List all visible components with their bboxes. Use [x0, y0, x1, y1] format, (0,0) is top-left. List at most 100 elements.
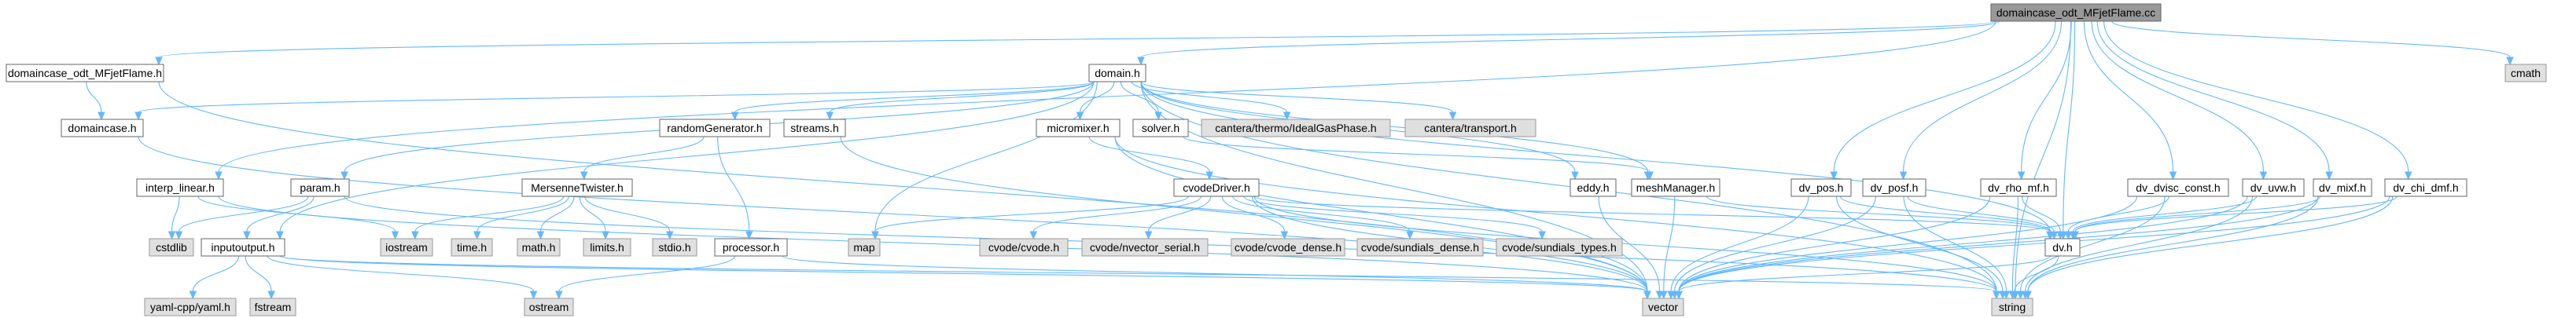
edge-arrowhead: [1993, 291, 2000, 300]
node-label: dv_pos.h: [1799, 181, 1844, 194]
edge-line: [2021, 20, 2072, 173]
node-dv-pos-h[interactable]: dv_pos.h: [1790, 178, 1852, 197]
node-dv-mixf-h[interactable]: dv_mixf.h: [2313, 178, 2372, 197]
edge-root-to-cmath: [2111, 20, 2514, 66]
edge-line: [1678, 196, 1991, 292]
node-box: [61, 119, 144, 137]
edge-inputoutput_h-to-yaml_h: [189, 255, 240, 300]
node-streams-h[interactable]: streams.h: [783, 119, 846, 137]
node-inputoutput-h[interactable]: inputoutput.h: [201, 238, 285, 257]
edge-line: [197, 196, 396, 232]
edge-line: [2074, 196, 2398, 232]
edge-cvodedriver_h-to-map: [871, 196, 1189, 240]
node-dom-mf-h[interactable]: domaincase_odt_MFjetFlame.h: [6, 64, 164, 82]
node-label: domaincase.h: [68, 122, 136, 134]
edge-arrowhead: [340, 171, 348, 181]
node-label: eddy.h: [1577, 181, 1610, 194]
node-box: [451, 238, 493, 257]
edge-arrowhead: [1571, 171, 1579, 181]
edge-root-to-dom_mf_h: [155, 20, 1996, 66]
node-box: [1132, 119, 1189, 137]
node-label: ostream: [529, 301, 569, 313]
node-randgen-h[interactable]: randomGenerator.h: [659, 119, 771, 137]
node-dv-chi-h[interactable]: dv_chi_dmf.h: [2384, 178, 2467, 197]
edge-arrowhead: [2169, 171, 2177, 181]
edge-line: [874, 81, 1098, 232]
edge-inputoutput_h-to-fstream: [245, 255, 275, 300]
edge-dv_posf_h-to-string: [1903, 196, 2011, 300]
edge-line: [2015, 20, 2072, 292]
edge-inputoutput_h-to-ostream: [267, 255, 538, 300]
node-map: map: [848, 238, 881, 257]
node-label: dv_uvw.h: [2250, 181, 2296, 194]
edge-interp_h-to-cstdlib: [167, 196, 180, 240]
edge-line: [158, 20, 1996, 58]
node-mersenne-h[interactable]: MersenneTwister.h: [521, 178, 633, 197]
edge-line: [2025, 196, 2253, 292]
edge-arrowhead: [1029, 231, 1038, 240]
node-dv-h[interactable]: dv.h: [2044, 238, 2081, 257]
edge-root-to-string: [2011, 20, 2072, 300]
node-label: cvode/cvode_dense.h: [1235, 241, 1341, 254]
edge-line: [245, 255, 272, 292]
edge-line: [138, 81, 1095, 113]
edge-line: [1907, 196, 2055, 232]
edge-line: [1678, 196, 2390, 292]
node-cvodedriver-h[interactable]: cvodeDriver.h: [1173, 178, 1260, 197]
edge-arrowhead: [1646, 171, 1654, 181]
node-dv-rho-mf-h[interactable]: dv_rho_mf.h: [1980, 178, 2057, 197]
node-box: [783, 119, 846, 137]
edge-line: [414, 196, 565, 232]
edge-line: [579, 196, 606, 232]
node-root[interactable]: domaincase_odt_MFjetFlame.cc: [1990, 3, 2162, 22]
edge-domain_h-to-idealgas: [1131, 81, 1291, 121]
node-domain-h[interactable]: domain.h: [1088, 64, 1146, 82]
node-label: cvode/cvode.h: [988, 241, 1059, 254]
node-string: string: [1991, 298, 2033, 316]
edge-arrowhead: [2011, 291, 2018, 300]
edge-arrowhead: [602, 231, 609, 240]
node-box: [1862, 178, 1926, 197]
edge-arrowhead: [189, 291, 197, 300]
node-box: [1980, 178, 2057, 197]
node-box: [521, 178, 633, 197]
node-box: [1088, 64, 1146, 82]
edge-line: [1903, 196, 2007, 292]
edge-line: [86, 81, 102, 113]
edge-line: [1674, 196, 1877, 292]
node-dv-uvw-h[interactable]: dv_uvw.h: [2242, 178, 2305, 197]
node-box: [848, 238, 881, 257]
edge-arrowhead: [473, 231, 481, 240]
edge-arrowhead: [411, 231, 419, 240]
node-meshmgr-h[interactable]: meshManager.h: [1631, 178, 1720, 197]
edge-arrowhead: [2506, 57, 2514, 66]
edge-arrowhead: [2259, 171, 2268, 181]
node-dv-dvisc-h[interactable]: dv_dvisc_const.h: [2127, 178, 2229, 197]
node-label: streams.h: [790, 122, 838, 134]
node-param-h[interactable]: param.h: [290, 178, 350, 197]
node-box: [517, 238, 561, 257]
edge-arrowhead: [2002, 291, 2011, 300]
edge-arrowhead: [745, 231, 753, 240]
edge-dv_pos_h-to-vector: [1667, 196, 1809, 300]
node-solver-h[interactable]: solver.h: [1132, 119, 1189, 137]
edge-root-to-domain_h: [1137, 20, 2000, 66]
node-interp-h[interactable]: interp_linear.h: [136, 178, 224, 197]
edge-arrowhead: [1538, 231, 1546, 240]
node-label: limits.h: [590, 241, 624, 254]
edge-line: [1840, 196, 2052, 232]
edge-line: [734, 81, 1095, 113]
edges-layer: [86, 20, 2514, 300]
node-domaincase-h[interactable]: domaincase.h: [61, 119, 144, 137]
node-micromixer-h[interactable]: micromixer.h: [1036, 119, 1121, 137]
edge-arrowhead: [580, 171, 588, 181]
node-eddy-h[interactable]: eddy.h: [1570, 178, 1617, 197]
node-label: domaincase_odt_MFjetFlame.cc: [1996, 6, 2155, 19]
edge-line: [1088, 136, 1210, 173]
edge-solver_h-to-meshmgr_h: [1183, 136, 1654, 181]
node-dv-posf-h[interactable]: dv_posf.h: [1862, 178, 1926, 197]
edge-arrowhead: [871, 231, 879, 240]
edge-root-to-dv_pos_h: [1830, 20, 2056, 181]
edge-arrowhead: [1144, 231, 1153, 240]
node-processor-h[interactable]: processor.h: [714, 238, 788, 257]
